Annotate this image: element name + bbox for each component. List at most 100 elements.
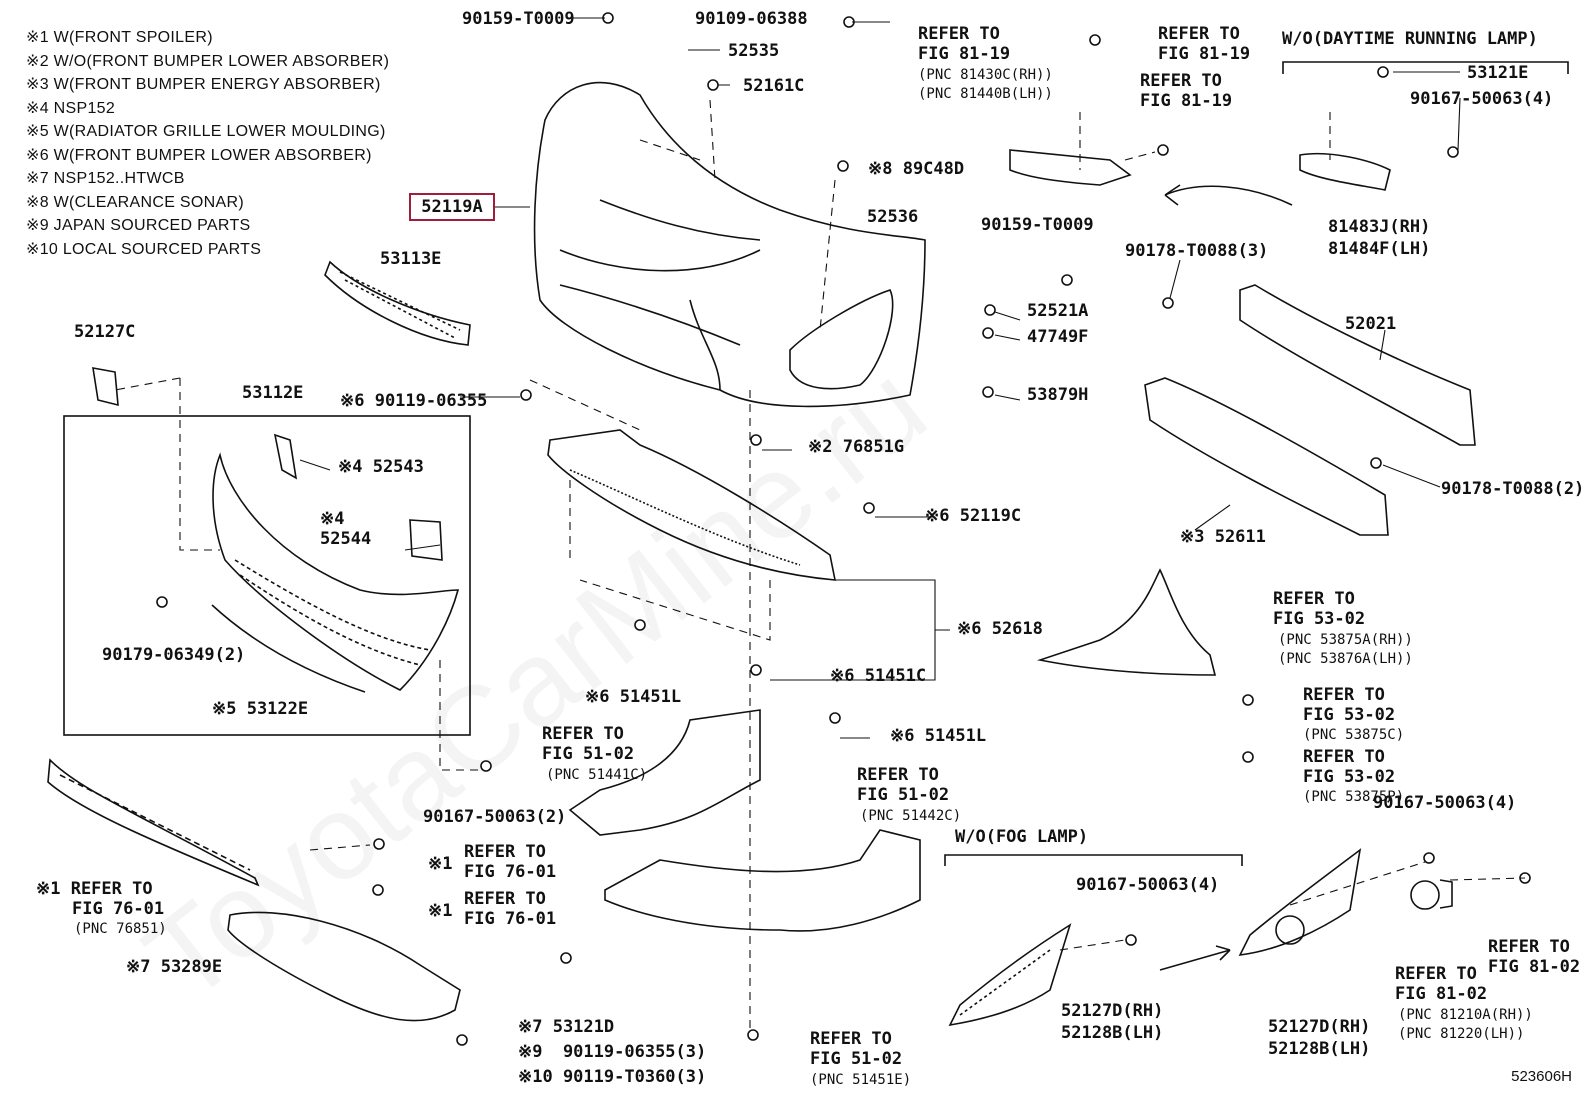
ref-51-02-a-pnc: (PNC 51441C) (546, 767, 648, 783)
ref-81-19-b-fig[interactable]: FIG 81-19 (1158, 44, 1251, 64)
part-label-52119c[interactable]: ※6 52119C (925, 506, 1022, 526)
figure-id: 523606H (1511, 1068, 1572, 1085)
group-label-wo-drl: W/O(DAYTIME RUNNING LAMP) (1282, 29, 1538, 49)
part-label-90159-t0009-b[interactable]: 90159-T0009 (981, 215, 1094, 235)
part-label-90109-06388[interactable]: 90109-06388 (695, 9, 808, 29)
ref-53-02-c-fig[interactable]: FIG 53-02 (1303, 767, 1396, 787)
ref-76-01-a-fig[interactable]: FIG 76-01 (72, 899, 165, 919)
ref-53-02-c-pnc: (PNC 53875P) (1303, 789, 1405, 805)
legend-item: ※9 JAPAN SOURCED PARTS (26, 217, 251, 234)
part-label-52521a[interactable]: 52521A (1027, 301, 1089, 321)
ref-53-02-a-fig[interactable]: FIG 53-02 (1273, 609, 1366, 629)
legend-item: ※1 W(FRONT SPOILER) (26, 29, 213, 46)
highlighted-part-52119a[interactable]: 52119A (409, 193, 495, 221)
ref-76-01-a-title: ※1 REFER TO (36, 879, 153, 899)
ref-51-02-a-fig[interactable]: FIG 51-02 (542, 744, 635, 764)
ref-81-19-a-title: REFER TO (918, 24, 1000, 44)
part-label-52536[interactable]: 52536 (867, 207, 919, 227)
ref-51-02-c-title: REFER TO (810, 1029, 892, 1049)
part-label-52543[interactable]: ※4 52543 (338, 457, 424, 477)
ref-81-19-c-fig[interactable]: FIG 81-19 (1140, 91, 1233, 111)
part-label-90119-t0360-3[interactable]: ※10 90119-T0360(3) (518, 1067, 707, 1087)
energy-absorber-shape (1144, 377, 1389, 536)
part-label-52021[interactable]: 52021 (1345, 314, 1397, 334)
fog-bezel-left-shape (948, 923, 1072, 1027)
part-label-52544-note: ※4 (320, 509, 345, 529)
ref-53-02-b-pnc: (PNC 53875C) (1303, 727, 1405, 743)
part-label-52544[interactable]: 52544 (320, 529, 372, 549)
part-label-52127d-a[interactable]: 52127D(RH) (1061, 1001, 1164, 1021)
part-label-81483j[interactable]: 81483J(RH) (1328, 217, 1431, 237)
legend-item: ※6 W(FRONT BUMPER LOWER ABSORBER) (26, 146, 372, 164)
part-label-90167-50063-4-b[interactable]: 90167-50063(4) (1373, 793, 1517, 813)
part-label-90167-50063-4-a[interactable]: 90167-50063(4) (1410, 89, 1554, 109)
ref-76-01-c-note: ※1 (428, 901, 453, 921)
legend-item: ※2 W/O(FRONT BUMPER LOWER ABSORBER) (26, 52, 390, 70)
lower-moulding-shape (211, 604, 366, 693)
part-label-53289e[interactable]: ※7 53289E (126, 957, 223, 977)
part-label-81484f[interactable]: 81484F(LH) (1328, 239, 1431, 259)
front-spoiler-shape (47, 758, 260, 887)
part-label-52127d-b[interactable]: 52127D(RH) (1268, 1017, 1371, 1037)
grille-assembly-box (63, 415, 471, 736)
ref-81-19-a-fig[interactable]: FIG 81-19 (918, 44, 1011, 64)
group-label-wo-fog: W/O(FOG LAMP) (955, 827, 1089, 847)
legend-item: ※4 NSP152 (26, 99, 116, 117)
part-label-52128b-a[interactable]: 52128B(LH) (1061, 1023, 1164, 1043)
part-label-90178-t0088-3[interactable]: 90178-T0088(3) (1125, 241, 1269, 261)
part-label-90179-06349[interactable]: 90179-06349(2) (102, 645, 246, 665)
bumper-cover-shape (533, 81, 926, 408)
part-label-51451l[interactable]: ※6 51451L (585, 687, 682, 707)
part-label-52128b-b[interactable]: 52128B(LH) (1268, 1039, 1371, 1059)
part-label-51451l-b[interactable]: ※6 51451L (890, 726, 987, 746)
part-label-53113e[interactable]: 53113E (380, 249, 442, 269)
part-label-52535[interactable]: 52535 (728, 41, 780, 61)
ref-81-02-b-pnc2: (PNC 81220(LH)) (1398, 1026, 1525, 1042)
ref-81-02-b-fig[interactable]: FIG 81-02 (1395, 984, 1488, 1004)
ref-53-02-a-pnc2: (PNC 53876A(LH)) (1278, 651, 1413, 667)
ref-53-02-a-pnc: (PNC 53875A(RH)) (1278, 632, 1413, 648)
legend-item: ※3 W(FRONT BUMPER ENERGY ABSORBER) (26, 76, 381, 93)
part-label-47749f[interactable]: 47749F (1027, 327, 1089, 347)
legend-item: ※8 W(CLEARANCE SONAR) (26, 193, 244, 211)
part-label-90167-50063-4-c[interactable]: 90167-50063(4) (1076, 875, 1220, 895)
legend: ※1 W(FRONT SPOILER) ※2 W/O(FRONT BUMPER … (26, 26, 389, 261)
part-label-76851g[interactable]: ※2 76851G (808, 437, 905, 457)
legend-item: ※7 NSP152..HTWCB (26, 170, 185, 187)
ref-76-01-c-title: REFER TO (464, 889, 546, 909)
cover-panel-shape (227, 911, 461, 1022)
part-label-90119-06355-3[interactable]: ※9 90119-06355(3) (518, 1042, 707, 1062)
part-label-90159-t0009[interactable]: 90159-T0009 (462, 9, 575, 29)
ref-76-01-c-fig[interactable]: FIG 76-01 (464, 909, 557, 929)
part-label-53112e[interactable]: 53112E (242, 383, 304, 403)
reinforcement-shape (1239, 284, 1476, 446)
part-label-53121e[interactable]: 53121E (1467, 63, 1529, 83)
ref-76-01-b-fig[interactable]: FIG 76-01 (464, 862, 557, 882)
ref-81-19-a-pnc2: (PNC 81440B(LH)) (918, 86, 1053, 102)
ref-81-02-a-fig[interactable]: FIG 81-02 (1488, 957, 1581, 977)
ref-51-02-c-pnc: (PNC 51451E) (810, 1072, 912, 1088)
under-cover-left-shape (568, 709, 761, 836)
ref-81-19-c-title: REFER TO (1140, 71, 1222, 91)
ref-51-02-a-title: REFER TO (542, 724, 624, 744)
part-label-89c48d[interactable]: ※8 89C48D (868, 159, 965, 179)
part-label-90167-50063-2[interactable]: 90167-50063(2) (423, 807, 567, 827)
legend-item: ※5 W(RADIATOR GRILLE LOWER MOULDING) (26, 123, 386, 140)
part-label-52127c[interactable]: 52127C (74, 322, 136, 342)
ref-51-02-c-fig[interactable]: FIG 51-02 (810, 1049, 903, 1069)
part-label-52161c[interactable]: 52161C (743, 76, 805, 96)
ref-51-02-b-fig[interactable]: FIG 51-02 (857, 785, 950, 805)
ref-81-02-a-title: REFER TO (1488, 937, 1570, 957)
part-label-51451c[interactable]: ※6 51451C (830, 666, 927, 686)
part-label-52618[interactable]: ※6 52618 (957, 619, 1043, 639)
ref-53-02-b-fig[interactable]: FIG 53-02 (1303, 705, 1396, 725)
part-label-52611[interactable]: ※3 52611 (1180, 527, 1266, 547)
ref-81-02-b-title: REFER TO (1395, 964, 1477, 984)
part-label-90178-t0088-2[interactable]: 90178-T0088(2) (1441, 479, 1585, 499)
part-label-90119-06355[interactable]: ※6 90119-06355 (340, 391, 488, 411)
part-label-53879h[interactable]: 53879H (1027, 385, 1089, 405)
part-label-53122e[interactable]: ※5 53122E (212, 699, 309, 719)
part-label-53121d[interactable]: ※7 53121D (518, 1017, 615, 1037)
ref-53-02-c-title: REFER TO (1303, 747, 1385, 767)
